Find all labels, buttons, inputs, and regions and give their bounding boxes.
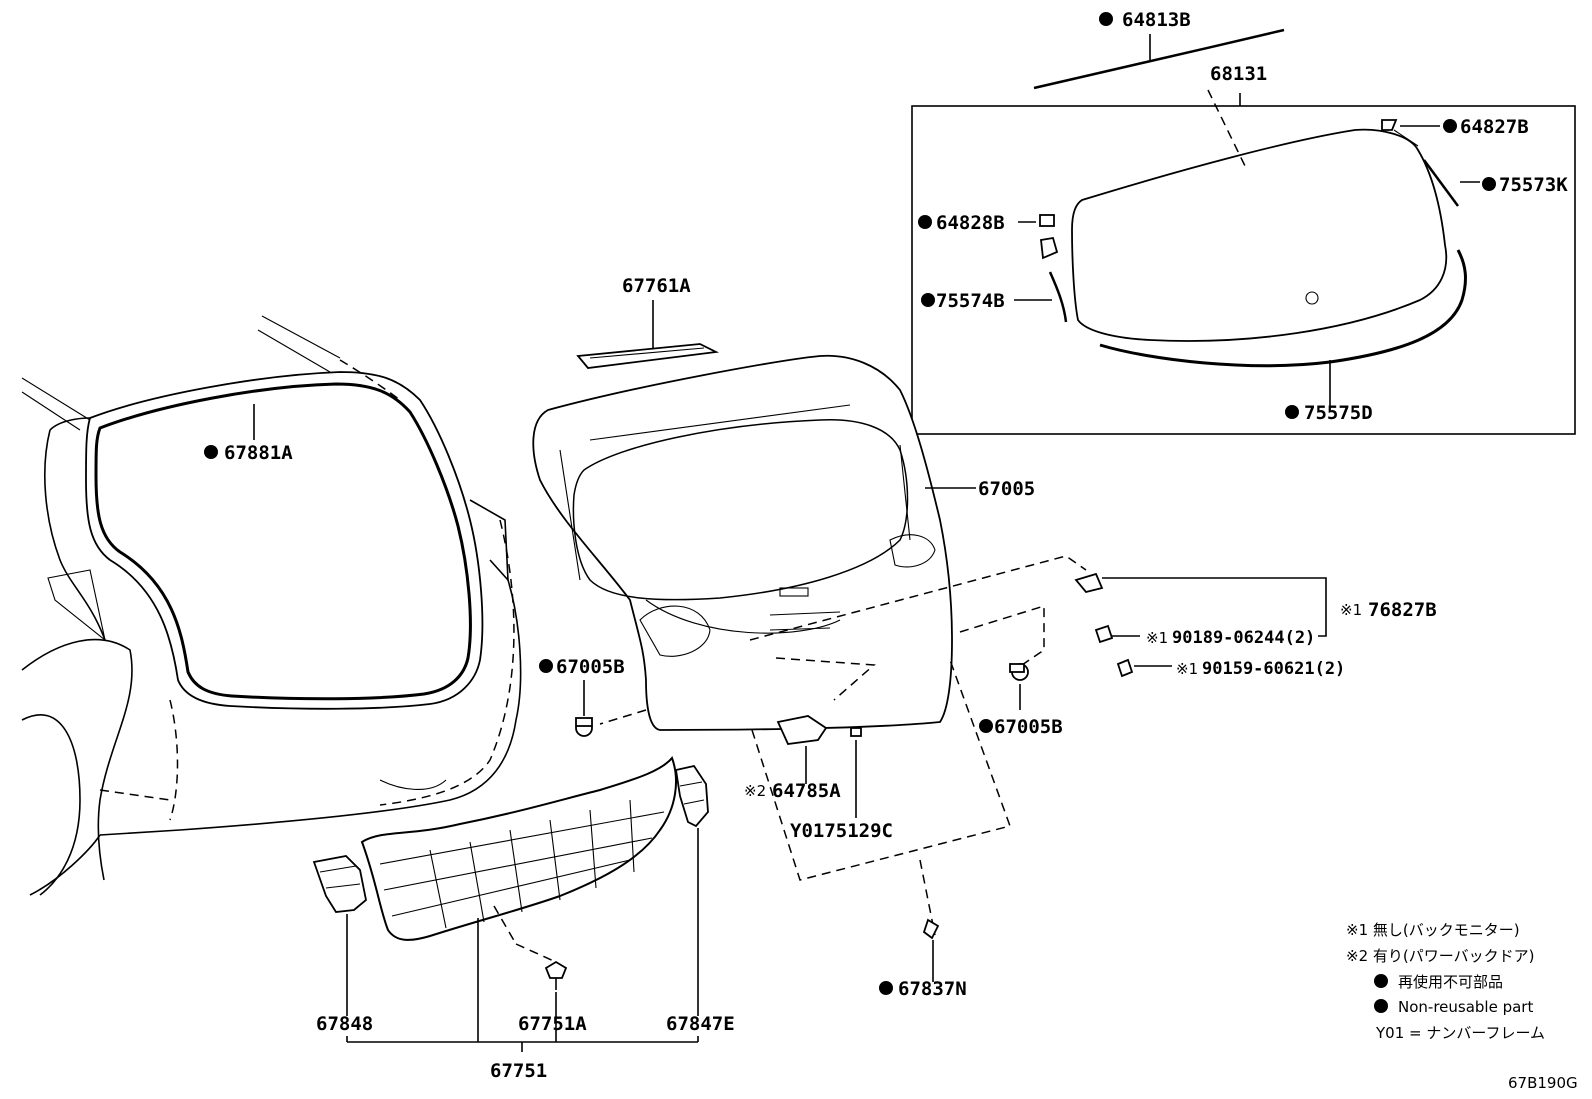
frame-clip-Y0175129C [850,727,862,818]
body-opening-outline [85,371,484,710]
strip-75573K [1422,159,1460,207]
legend-note-2: ※2 有り(パワーバックドア) [1346,947,1534,965]
diagram-id: 67B190G [1508,1074,1578,1092]
glass-hole [1305,291,1319,305]
back-door-panel-group [532,300,976,731]
bullet-67005B-left [539,659,553,673]
label-67848: 67848 [316,1013,373,1035]
back-door-window-opening [572,419,909,601]
label-64813B: 64813B [1122,9,1191,31]
bullet-75575D [1285,405,1299,419]
body-hidden-lines [99,699,179,821]
legend-nonreusable-en: Non-reusable part [1398,998,1533,1016]
clip-67837N [922,918,940,982]
screw-90159 [1116,658,1172,678]
weatherstrip-67881A [94,382,472,701]
clip-64828B-a [1039,214,1055,227]
filled-circle-icon [1374,999,1388,1013]
legend-nonreusable-jp: 再使用不可部品 [1398,973,1503,991]
glass-assembly-group [911,89,1576,435]
bullet-75574B [921,293,935,307]
label-64827B: 64827B [1460,116,1529,138]
bullet-64828B [918,215,932,229]
ref-mark-64785A: ※2 [744,782,766,800]
bullet-67881A [204,445,218,459]
camera-bracket-76827B [1074,572,1327,637]
side-trim-67848 [312,855,367,913]
bracket-lock-area [751,657,1011,881]
label-67005B-left: 67005B [556,656,625,678]
label-75575D: 75575D [1304,402,1373,424]
bullet-75573K [1482,177,1496,191]
clip-64828B-b [1040,236,1059,260]
legend: ※1 無し(バックモニター) ※2 有り(パワーバックドア) 再使用不可部品 N… [1346,921,1545,1042]
bullet-64813B [1099,12,1113,26]
filled-circle-icon [1374,974,1388,988]
vehicle-body-group [21,315,522,896]
bullet-67005B-right [979,719,993,733]
label-75573K: 75573K [1499,174,1568,196]
bolt-67005B-left [575,680,593,737]
roof-rail-lines [21,377,91,431]
label-67751: 67751 [490,1060,547,1082]
clip-64827B-tail [1393,129,1419,147]
label-90159: 90159-60621(2) [1202,659,1345,679]
ref-mark-76827B: ※1 [1340,601,1362,619]
screw-90189 [1094,624,1140,644]
bullet-64827B [1443,119,1457,133]
label-67005: 67005 [978,478,1035,500]
bracket-67005B-right [959,604,1045,666]
strip-75574B [1048,271,1068,323]
label-76827B: 76827B [1368,599,1437,621]
back-door-panel-67005 [532,354,953,731]
ref-mark-90189: ※1 [1146,629,1168,647]
ref-mark-90159: ※1 [1176,660,1198,678]
label-67751A: 67751A [518,1013,587,1035]
side-trim-67847E [674,764,709,828]
legend-y01: Y01 = ナンバーフレーム [1375,1024,1545,1042]
label-75574B: 75574B [936,290,1005,312]
glass-assembly-box [911,105,1576,435]
trim-board-texture [379,799,665,929]
label-Y0175129C: Y0175129C [790,820,893,842]
label-64785A: 64785A [772,780,841,802]
label-67881A: 67881A [224,442,293,464]
bullet-67837N [879,981,893,995]
clip-67751A [544,960,568,990]
bolt-67005B-right [1009,663,1029,710]
label-67761A: 67761A [622,275,691,297]
label-68131: 68131 [1210,63,1267,85]
trim-board-group [312,756,709,1052]
label-67005B-right: 67005B [994,716,1063,738]
label-67847E: 67847E [666,1013,735,1035]
label-90189: 90189-06244(2) [1172,628,1315,648]
stop-lamp-67761A [576,343,720,369]
hinge-recess-right [889,534,936,568]
back-window-glass [1071,128,1448,342]
label-64828B: 64828B [936,212,1005,234]
hinge-recess-left [639,605,711,657]
bracket-76827B [749,555,1087,641]
legend-note-1: ※1 無し(バックモニター) [1346,921,1520,939]
label-67837N: 67837N [898,978,967,1000]
clip-64827B [1381,119,1398,131]
switch-64785A [776,715,828,784]
molding-75575D [1099,249,1467,368]
door-trim-board-67751 [360,756,677,941]
roof-molding-64813B [1033,28,1285,90]
